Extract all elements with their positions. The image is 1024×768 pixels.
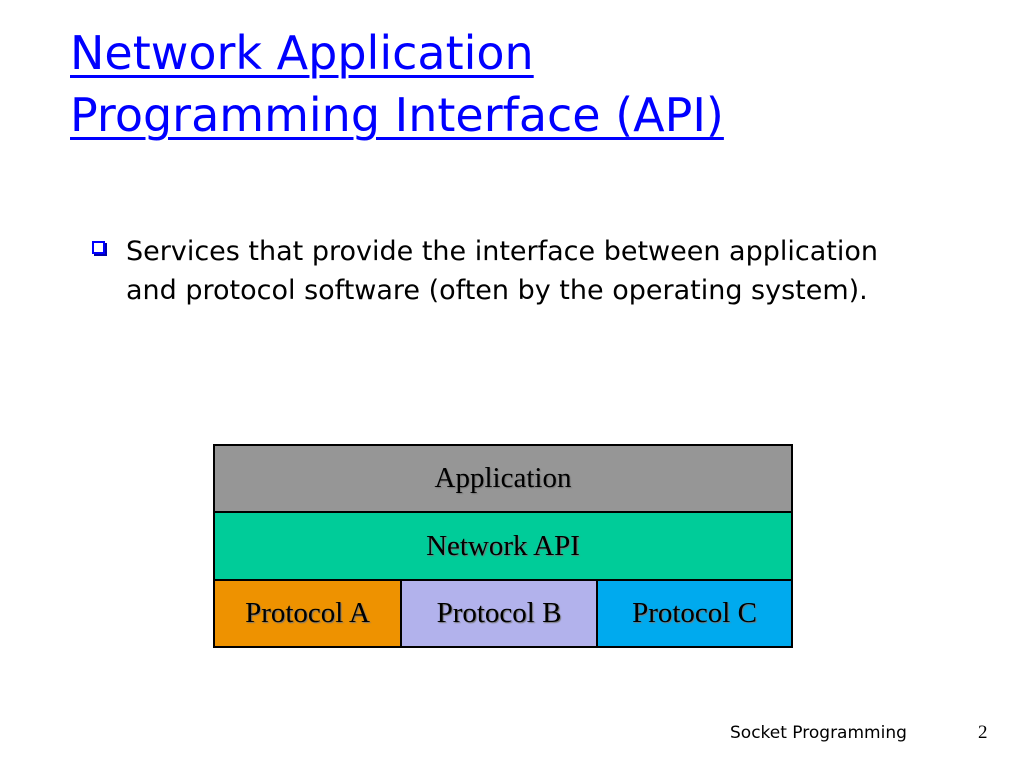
protocol-c-layer: Protocol C [598,581,791,646]
application-layer: Application [215,446,791,513]
slide-title-line-2: Programming Interface (API) [70,88,724,142]
slide-title: Network Application Programming Interfac… [70,22,724,146]
hollow-square-bullet-icon [92,241,105,254]
protocol-a-layer: Protocol A [215,581,402,646]
api-layer-diagram: Application Network API Protocol A Proto… [213,444,793,648]
page-number: 2 [978,722,988,743]
protocol-b-layer: Protocol B [402,581,598,646]
slide-title-line-1: Network Application [70,26,534,80]
bullet-text: Services that provide the interface betw… [126,236,878,306]
network-api-layer: Network API [215,513,791,581]
bullet-item: Services that provide the interface betw… [92,232,912,310]
footer-label: Socket Programming [730,723,907,743]
